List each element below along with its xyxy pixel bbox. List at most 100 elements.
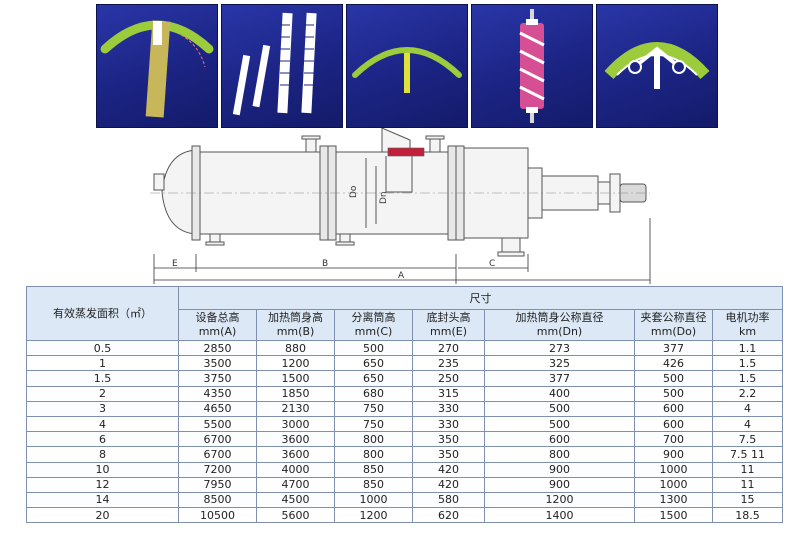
table-cell: 800 <box>484 446 635 463</box>
table-cell: 850 <box>334 461 413 478</box>
table-cell: 900 <box>484 461 635 478</box>
area-header: 有效蒸发面积（㎡） <box>26 286 179 341</box>
table-cell: 11 <box>711 476 784 493</box>
column-header-title: 夹套公称直径 <box>640 311 707 324</box>
table-cell: 700 <box>634 431 713 448</box>
table-cell: 0.5 <box>26 339 179 357</box>
table-cell: 3000 <box>256 415 335 433</box>
table-cell: 20 <box>26 507 179 524</box>
table-cell: 750 <box>334 415 413 433</box>
photo-strip <box>96 4 718 128</box>
table-cell: 15 <box>711 491 784 509</box>
table-cell: 1.5 <box>711 370 784 387</box>
table-cell: 4 <box>711 415 784 433</box>
table-cell: 7.5 11 <box>711 446 784 463</box>
table-cell: 330 <box>412 415 485 433</box>
dim-c-label: C <box>489 259 495 269</box>
column-header-title: 底封头高 <box>426 311 471 324</box>
table-cell: 10 <box>26 461 179 478</box>
table-cell: 3600 <box>256 431 335 448</box>
table-cell: 1200 <box>484 491 635 509</box>
table-cell: 6 <box>26 431 179 448</box>
table-cell: 600 <box>634 400 713 417</box>
table-cell: 350 <box>412 431 485 448</box>
table-cell: 1200 <box>334 507 413 524</box>
table-cell: 1500 <box>256 370 335 387</box>
table-cell: 7.5 <box>711 431 784 448</box>
table-cell: 620 <box>412 507 485 524</box>
table-cell: 1000 <box>334 491 413 509</box>
dim-e-label: E <box>172 259 178 269</box>
table-cell: 5500 <box>178 415 257 433</box>
table-cell: 580 <box>412 491 485 509</box>
table-cell: 1850 <box>256 385 335 402</box>
do-label: Do <box>349 185 359 198</box>
table-cell: 2.2 <box>711 385 784 402</box>
table-cell: 4 <box>711 400 784 417</box>
evaporator-drawing: Do Dn E B C A <box>150 127 670 286</box>
column-header-unit: mm(Do) <box>650 325 697 338</box>
table-cell: 14 <box>26 491 179 509</box>
table-cell: 3600 <box>256 446 335 463</box>
table-cell: 1500 <box>634 507 713 524</box>
table-cell: 8500 <box>178 491 257 509</box>
wiper-blade-arc-image <box>96 4 218 128</box>
dim-a-label: A <box>398 271 405 281</box>
dn-label: Dn <box>379 191 389 204</box>
table-cell: 1000 <box>634 461 713 478</box>
table-cell: 235 <box>412 355 485 372</box>
table-cell: 1.5 <box>711 355 784 372</box>
table-cell: 325 <box>484 355 635 372</box>
table-cell: 2850 <box>178 339 257 357</box>
table-cell: 650 <box>334 370 413 387</box>
table-cell: 4350 <box>178 385 257 402</box>
table-cell: 7200 <box>178 461 257 478</box>
table-cell: 650 <box>334 355 413 372</box>
dim-b-label: B <box>322 259 328 269</box>
table-cell: 377 <box>484 370 635 387</box>
roller-wiper-image <box>596 4 718 128</box>
column-header-title: 加热筒身公称直径 <box>515 311 604 324</box>
table-cell: 377 <box>634 339 713 357</box>
column-header-unit: mm(C) <box>354 325 393 338</box>
table-cell: 4700 <box>256 476 335 493</box>
table-cell: 420 <box>412 461 485 478</box>
spiral-rotor-image <box>471 4 593 128</box>
scraper-strips-image <box>221 4 343 128</box>
table-cell: 315 <box>412 385 485 402</box>
table-cell: 600 <box>484 431 635 448</box>
table-cell: 6700 <box>178 431 257 448</box>
table-cell: 1200 <box>256 355 335 372</box>
table-cell: 500 <box>484 415 635 433</box>
rotor-tee-arc-image <box>346 4 468 128</box>
column-header-title: 设备总高 <box>195 311 240 324</box>
table-cell: 800 <box>334 431 413 448</box>
table-cell: 3 <box>26 400 179 417</box>
table-cell: 1.5 <box>26 370 179 387</box>
table-cell: 4 <box>26 415 179 433</box>
table-cell: 350 <box>412 446 485 463</box>
table-cell: 250 <box>412 370 485 387</box>
size-header: 尺寸 <box>177 286 784 310</box>
table-cell: 11 <box>711 461 784 478</box>
table-cell: 800 <box>334 446 413 463</box>
table-cell: 270 <box>412 339 485 357</box>
column-header-unit: mm(A) <box>198 325 237 338</box>
table-cell: 1.1 <box>711 339 784 357</box>
